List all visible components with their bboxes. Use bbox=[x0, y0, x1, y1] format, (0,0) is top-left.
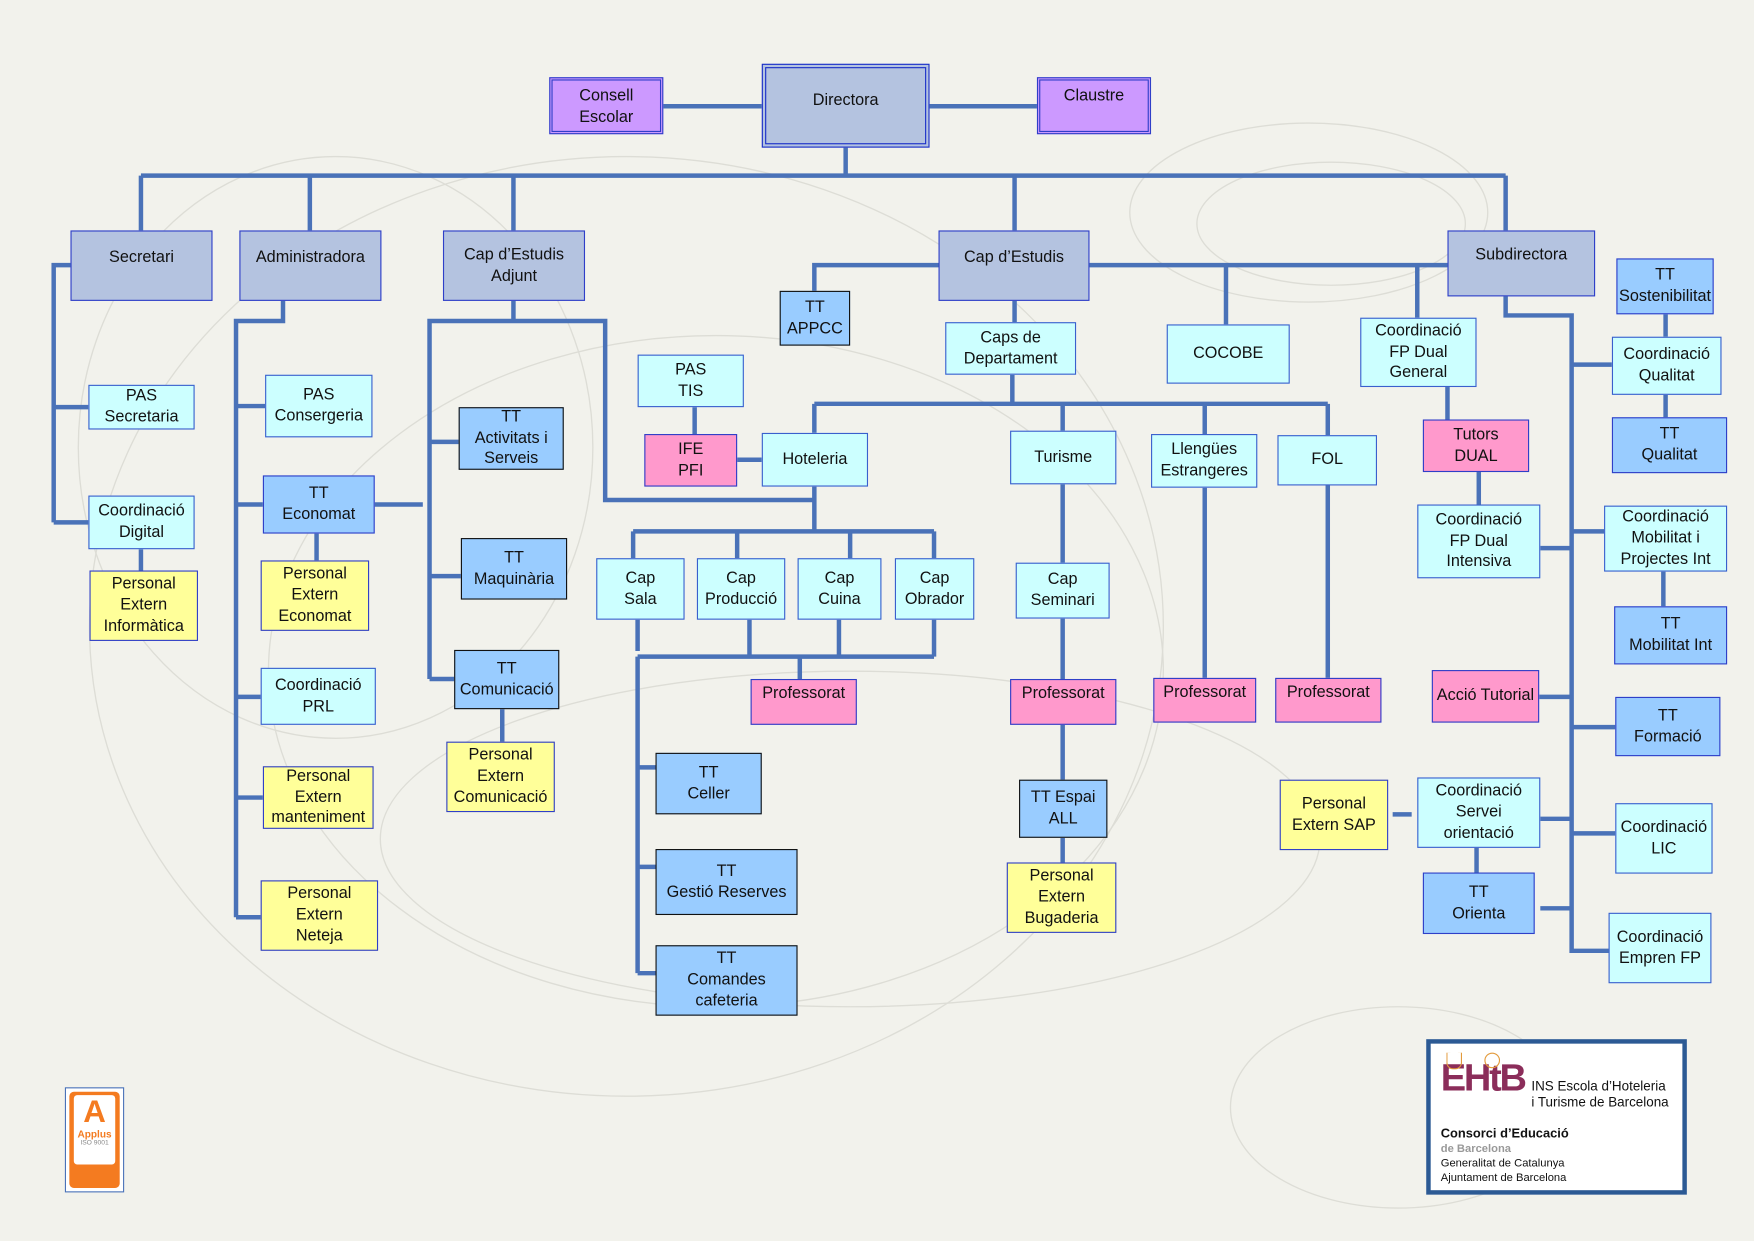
fork-icon bbox=[1446, 1052, 1463, 1070]
administradora-box: Administradora bbox=[239, 230, 382, 301]
secretari-box: Secretari bbox=[70, 230, 213, 301]
applus-cert: ISO 9001 bbox=[80, 1139, 109, 1147]
fol-box: FOL bbox=[1277, 435, 1377, 486]
professorat-hoteleria-box: Professorat bbox=[750, 678, 857, 725]
tt-qualitat-box: TT Qualitat bbox=[1611, 417, 1728, 474]
personal-extern-economat-box: Personal Extern Economat bbox=[260, 560, 370, 631]
tt-orienta-box: TT Orienta bbox=[1422, 872, 1535, 935]
professorat-llengues-box: Professorat bbox=[1153, 677, 1257, 723]
coordinacio-prl-box: Coordinació PRL bbox=[260, 667, 376, 725]
claustre-box: Claustre bbox=[1036, 77, 1152, 135]
caps-departament-box: Caps de Departament bbox=[945, 322, 1077, 375]
professorat-turisme-box: Professorat bbox=[1010, 678, 1117, 725]
pas-consergeria-box: PAS Consergeria bbox=[265, 374, 373, 438]
personal-extern-comunicacio-box: Personal Extern Comunicació bbox=[446, 741, 555, 813]
tt-mobilitat-int-box: TT Mobilitat Int bbox=[1614, 606, 1728, 665]
pas-secretaria-box: PAS Secretaria bbox=[88, 384, 195, 430]
tt-comandes-cafeteria-box: TT Comandes cafeteria bbox=[655, 945, 798, 1016]
cap-estudis-box: Cap d’Estudis bbox=[938, 230, 1090, 301]
school-name-line1: INS Escola d’Hoteleria bbox=[1531, 1078, 1666, 1094]
ehtb-mark: EHtB bbox=[1440, 1057, 1527, 1100]
ife-pfi-box: IFE PFI bbox=[644, 434, 738, 487]
tt-celler-box: TT Celler bbox=[655, 752, 762, 815]
applus-certification-logo: A Applus ISO 9001 bbox=[64, 1087, 125, 1193]
coordinacio-servei-orientacio-box: Coordinació Servei orientació bbox=[1417, 777, 1541, 848]
coordinacio-qualitat-box: Coordinació Qualitat bbox=[1611, 336, 1722, 395]
ajuntament-label: Ajuntament de Barcelona bbox=[1440, 1172, 1567, 1185]
llengues-estrangeres-box: Llengües Estrangeres bbox=[1151, 434, 1258, 488]
applus-mark: A bbox=[83, 1093, 106, 1129]
coordinacio-fp-dual-general-box: Coordinació FP Dual General bbox=[1360, 317, 1477, 388]
coordinacio-lic-box: Coordinació LIC bbox=[1615, 803, 1713, 874]
cap-cuina-box: Cap Cuina bbox=[797, 558, 882, 620]
consell-escolar-box: Consell Escolar bbox=[549, 77, 664, 135]
personal-extern-informatica-box: Personal Extern Informàtica bbox=[89, 570, 198, 641]
cap-estudis-adjunt-box: Cap d’Estudis Adjunt bbox=[442, 230, 586, 301]
subdirectora-box: Subdirectora bbox=[1447, 230, 1596, 297]
personal-extern-neteja-box: Personal Extern Neteja bbox=[260, 880, 379, 951]
cap-seminari-box: Cap Seminari bbox=[1015, 562, 1110, 619]
personal-extern-sap-box: Personal Extern SAP bbox=[1279, 779, 1389, 851]
consorci-name: Consorci d’Educació bbox=[1440, 1127, 1569, 1141]
professorat-fol-box: Professorat bbox=[1275, 677, 1382, 723]
coordinacio-digital-box: Coordinació Digital bbox=[88, 495, 195, 550]
coordinacio-mobilitat-box: Coordinació Mobilitat i Projectes Int bbox=[1604, 505, 1728, 572]
tt-comunicacio-box: TT Comunicació bbox=[454, 649, 560, 710]
coordinacio-empren-fp-box: Coordinació Empren FP bbox=[1608, 912, 1712, 984]
consorci-city: de Barcelona bbox=[1440, 1143, 1512, 1156]
tt-sostenibilitat-box: TT Sostenibilitat bbox=[1616, 258, 1714, 315]
directora-box: Directora bbox=[761, 63, 930, 148]
turisme-box: Turisme bbox=[1010, 430, 1117, 485]
hoteleria-box: Hoteleria bbox=[761, 432, 869, 487]
tt-gestio-reserves-box: TT Gestió Reserves bbox=[655, 849, 798, 916]
cap-obrador-box: Cap Obrador bbox=[894, 558, 975, 620]
tt-economat-box: TT Economat bbox=[262, 475, 375, 534]
accio-tutorial-box: Acció Tutorial bbox=[1431, 670, 1540, 723]
globe-icon bbox=[1484, 1052, 1501, 1069]
cap-sala-box: Cap Sala bbox=[596, 558, 685, 620]
personal-extern-bugaderia-box: Personal Extern Bugaderia bbox=[1006, 862, 1117, 933]
coordinacio-fp-dual-intensiva-box: Coordinació FP Dual Intensiva bbox=[1417, 504, 1541, 579]
applus-brand: Applus bbox=[77, 1128, 112, 1140]
tt-maquinaria-box: TT Maquinària bbox=[460, 538, 568, 600]
tutors-dual-box: Tutors DUAL bbox=[1422, 419, 1530, 473]
school-name-line2: i Turisme de Barcelona bbox=[1531, 1093, 1669, 1110]
pas-tis-box: PAS TIS bbox=[637, 354, 744, 408]
tt-espai-all-box: TT Espai ALL bbox=[1019, 779, 1108, 838]
tt-formacio-box: TT Formació bbox=[1615, 696, 1721, 757]
tt-appcc-box: TT APPCC bbox=[779, 290, 851, 346]
cocobe-box: COCOBE bbox=[1166, 324, 1290, 384]
personal-extern-manteniment-box: Personal Extern manteniment bbox=[262, 766, 374, 829]
generalitat-label: Generalitat de Catalunya bbox=[1440, 1157, 1565, 1171]
tt-activitats-serveis-box: TT Activitats i Serveis bbox=[458, 407, 564, 470]
cap-produccio-box: Cap Producció bbox=[696, 558, 786, 620]
ehtb-logo: EHtB INS Escola d’Hoteleria i Turisme de… bbox=[1426, 1039, 1687, 1195]
